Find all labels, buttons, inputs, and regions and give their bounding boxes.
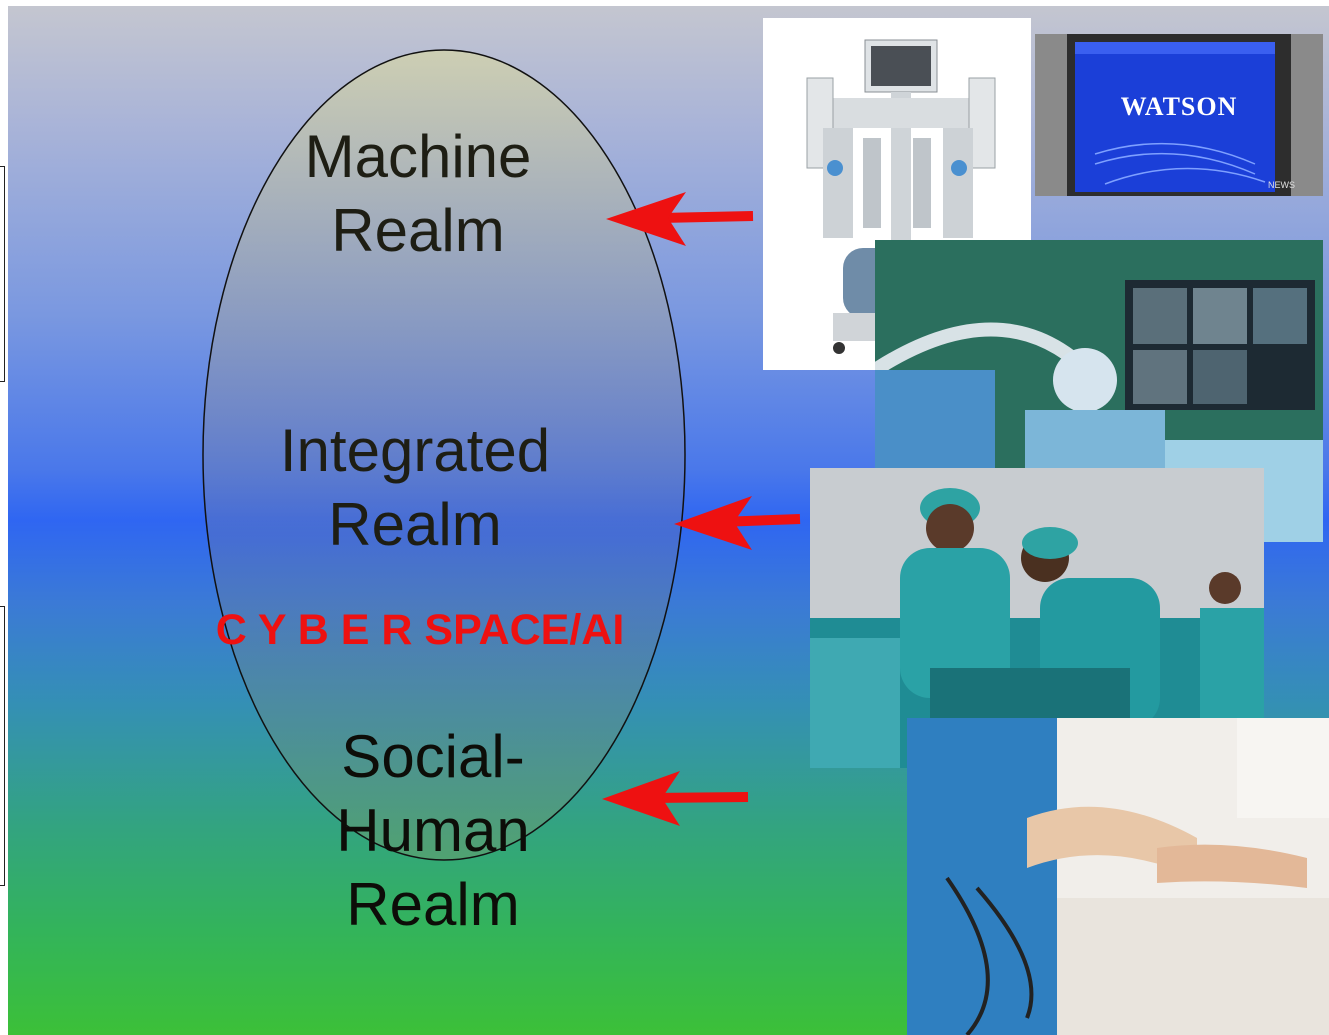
watson-photo: WATSON NEWS <box>1035 34 1323 196</box>
machine-realm-label: Machine Realm <box>304 123 532 264</box>
arrow-to-social <box>602 771 749 826</box>
left-edge-bracket-top <box>0 166 5 382</box>
arrow-to-integrated <box>674 496 801 550</box>
news-badge: NEWS <box>1268 180 1295 190</box>
social-human-realm-label: Social- Human Realm <box>336 723 530 938</box>
realm-ellipse <box>202 49 686 861</box>
integrated-realm-label: Integrated Realm <box>279 417 551 558</box>
arrow-to-machine <box>606 192 754 246</box>
cyber-space-ai-label: C Y B E R SPACE/AI <box>215 606 625 654</box>
nurse-holding-hand-photo <box>907 718 1329 1035</box>
watson-screen-text: WATSON <box>1120 92 1238 121</box>
left-edge-bracket-bottom <box>0 606 5 886</box>
